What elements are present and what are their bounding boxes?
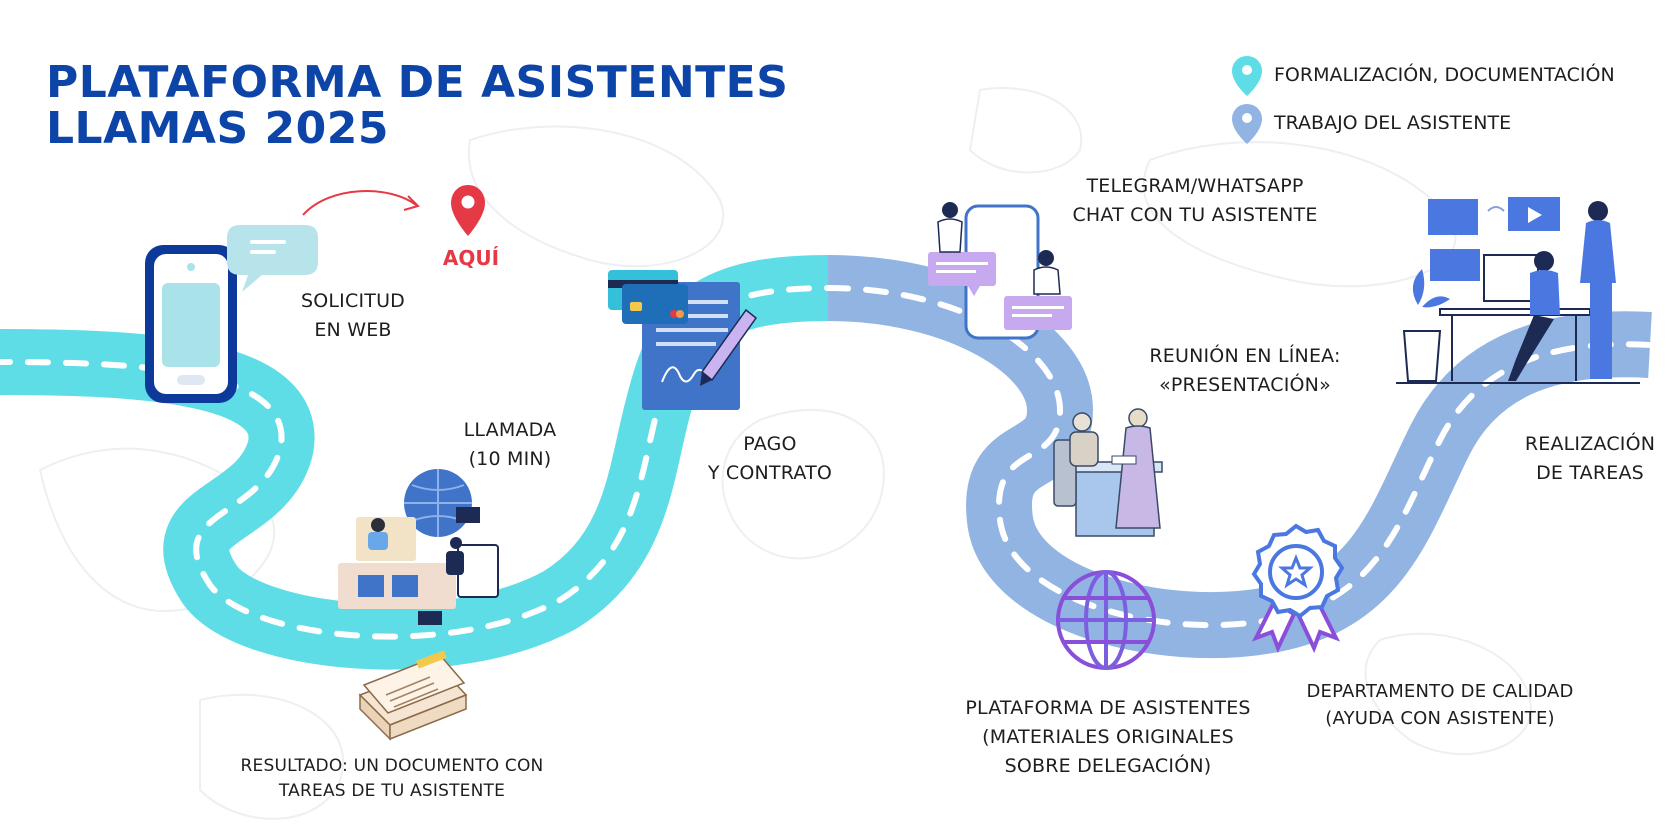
globe-meeting-icon — [338, 469, 499, 625]
speech-bubble-icon — [227, 225, 318, 292]
step-realizacion-line-2: DE TAREAS — [1536, 462, 1644, 484]
step-resultado-line-1: RESULTADO: UN DOCUMENTO CON — [240, 756, 544, 776]
documents-stack-icon — [358, 650, 468, 741]
step-resultado: RESULTADO: UN DOCUMENTO CON TAREAS DE TU… — [222, 754, 562, 804]
step-plataforma-line-2: (MATERIALES ORIGINALES — [982, 726, 1234, 748]
page-title: PLATAFORMA DE ASISTENTES LLAMAS 2025 — [46, 60, 788, 152]
step-telegram-line-1: TELEGRAM/WHATSAPP — [1086, 175, 1304, 197]
step-plataforma-line-3: SOBRE DELEGACIÓN) — [1004, 755, 1212, 777]
meeting-people-icon — [1053, 408, 1163, 537]
cyan-pin-icon — [1232, 56, 1262, 96]
globe-icon — [1056, 570, 1156, 670]
step-reunion-line-2: «PRESENTACIÓN» — [1159, 374, 1331, 396]
step-pago-line-2: Y CONTRATO — [707, 462, 833, 484]
quality-badge-icon — [1251, 523, 1345, 654]
step-plataforma: PLATAFORMA DE ASISTENTES (MATERIALES ORI… — [948, 694, 1268, 781]
step-reunion-line-1: REUNIÓN EN LÍNEA: — [1149, 345, 1341, 367]
step-plataforma-line-1: PLATAFORMA DE ASISTENTES — [965, 697, 1251, 719]
step-pago-line-1: PAGO — [743, 433, 797, 455]
workspace-icon — [1396, 197, 1640, 384]
step-reunion: REUNIÓN EN LÍNEA: «PRESENTACIÓN» — [1120, 342, 1370, 400]
step-realizacion: REALIZACIÓN DE TAREAS — [1510, 430, 1670, 488]
step-solicitud-line-1: SOLICITUD — [300, 290, 406, 312]
title-line-2: LLAMAS 2025 — [46, 103, 389, 154]
legend-label-formalizacion: FORMALIZACIÓN, DOCUMENTACIÓN — [1274, 64, 1615, 86]
step-calidad-line-1: DEPARTAMENTO DE CALIDAD — [1306, 681, 1574, 702]
chat-phone-icon — [928, 202, 1072, 340]
step-llamada-line-1: LLAMADA — [463, 419, 557, 441]
step-calidad-line-2: (AYUDA CON ASISTENTE) — [1325, 708, 1555, 729]
step-telegram-line-2: CHAT CON TU ASISTENTE — [1072, 204, 1318, 226]
step-solicitud: SOLICITUD EN WEB — [278, 287, 428, 345]
step-resultado-line-2: TAREAS DE TU ASISTENTE — [278, 781, 506, 801]
title-line-1: PLATAFORMA DE ASISTENTES — [46, 57, 789, 108]
step-llamada: LLAMADA (10 MIN) — [440, 416, 580, 474]
step-telegram: TELEGRAM/WHATSAPP CHAT CON TU ASISTENTE — [1050, 172, 1340, 230]
step-solicitud-line-2: EN WEB — [314, 319, 392, 341]
step-realizacion-line-1: REALIZACIÓN — [1524, 433, 1656, 455]
arrow-to-marker-icon — [302, 190, 420, 216]
step-pago: PAGO Y CONTRATO — [690, 430, 850, 488]
step-llamada-line-2: (10 MIN) — [468, 448, 552, 470]
world-map-background — [38, 87, 1532, 820]
step-calidad: DEPARTAMENTO DE CALIDAD (AYUDA CON ASIST… — [1300, 678, 1580, 732]
location-pin-icon — [451, 185, 485, 236]
contract-signature-icon — [608, 270, 758, 410]
phone-icon — [145, 245, 237, 403]
legend-label-trabajo: TRABAJO DEL ASISTENTE — [1274, 112, 1512, 134]
marker-label: AQUÍ — [442, 246, 500, 270]
blue-pin-icon — [1232, 104, 1262, 144]
